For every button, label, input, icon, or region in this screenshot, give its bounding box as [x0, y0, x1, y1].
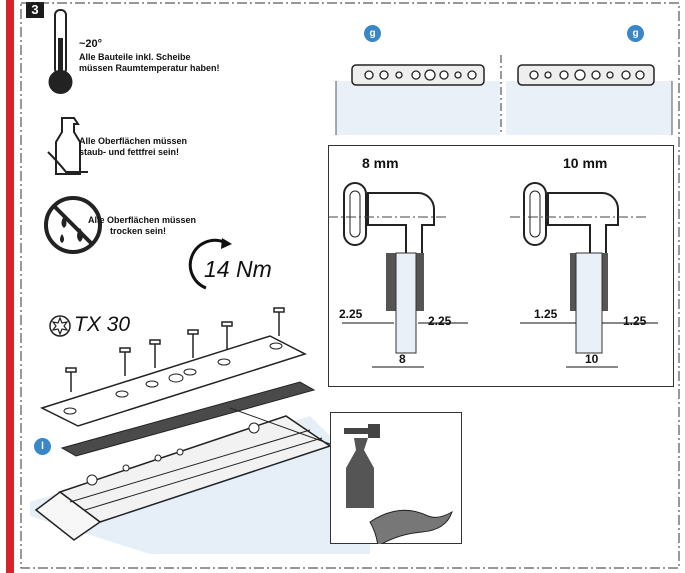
cleaning-callout	[330, 412, 462, 544]
spray-bottle-icon	[47, 117, 88, 175]
detail-10mm-gap-left: 1.25	[534, 307, 558, 321]
detail-10mm-gap-right: 1.25	[623, 314, 647, 328]
temperature-note-line1: Alle Bauteile inkl. Scheibe	[79, 52, 191, 62]
label-g-left: g	[364, 25, 381, 42]
tool-size: TX 30	[74, 313, 131, 336]
no-water-icon	[44, 196, 102, 254]
torx-icon	[49, 315, 71, 337]
detail-10mm-thickness: 10	[585, 352, 599, 366]
clean-note-line1: Alle Oberflächen müssen	[79, 136, 188, 146]
temperature-value: ~20°	[79, 38, 103, 50]
mounting-detail-panel	[328, 145, 674, 387]
torque-value: 14 Nm	[204, 256, 272, 282]
temperature-note-line2: müssen Raumtemperatur haben!	[79, 63, 220, 73]
step-number-badge: 3	[26, 2, 44, 18]
rail-assembly-illustration	[30, 307, 370, 554]
rotation-arrow-icon	[188, 238, 232, 290]
label-l: l	[34, 438, 51, 455]
detail-8mm-thickness: 8	[399, 352, 406, 366]
detail-8mm-gap-right: 2.25	[428, 314, 452, 328]
roller-8mm-illustration	[328, 182, 448, 354]
dry-note-line2: trocken sein!	[110, 226, 167, 236]
cloth-icon	[369, 509, 453, 544]
detail-8mm-gap-left: 2.25	[339, 307, 363, 321]
label-g-right: g	[627, 25, 644, 42]
red-margin-bar	[6, 0, 14, 573]
clean-note-line2: staub- und fettfrei sein!	[79, 147, 180, 157]
detail-8mm-title: 8 mm	[362, 155, 399, 171]
detail-10mm-title: 10 mm	[563, 155, 608, 171]
dry-note-line1: Alle Oberflächen müssen	[88, 215, 197, 225]
top-rail-illustration	[335, 55, 673, 135]
spray-bottle-icon	[344, 424, 380, 508]
thermometer-icon	[48, 9, 73, 94]
roller-10mm-illustration	[510, 182, 648, 354]
